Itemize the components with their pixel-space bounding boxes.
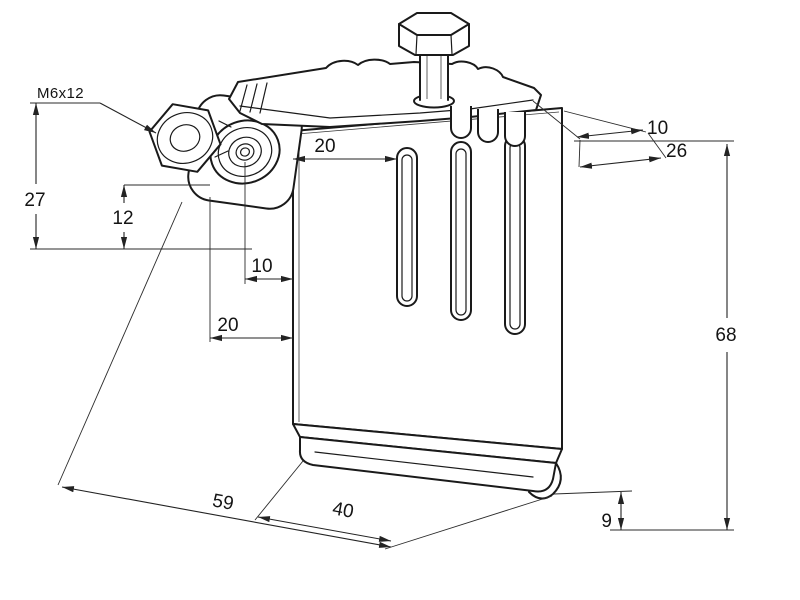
dimensions: M6x12 27 12 10 20: [24, 85, 737, 550]
dim-68: 68: [574, 140, 737, 531]
extension-line-left: [57, 201, 183, 486]
slot-2: [450, 141, 472, 321]
clamp-finger-2: [477, 109, 499, 143]
dim-line: [257, 516, 392, 542]
washer-ring-3: [228, 136, 262, 168]
nut-stud-line-1: [218, 120, 232, 128]
clamp-serration-1: [239, 84, 248, 112]
clamp-face-edge: [239, 99, 534, 119]
extension-line-top: [553, 490, 633, 495]
clamp-serration-2: [249, 83, 258, 113]
callout-leader: [99, 102, 157, 134]
bolt-shaft-fill: [420, 54, 448, 100]
washer-ring-4: [235, 143, 255, 161]
dim-10-left: 10: [244, 162, 293, 284]
bolt-shaft-sides: [419, 53, 449, 101]
dim-label-68: 68: [715, 325, 736, 346]
slot-outer: [396, 147, 418, 307]
dim-12: 12: [112, 184, 210, 249]
washer-ring-2: [217, 127, 273, 177]
dim-27: 27: [24, 103, 252, 250]
dim-label-20-top: 20: [314, 136, 335, 157]
nut-face-ring-2: [169, 124, 201, 152]
hook-channel-line: [314, 451, 534, 478]
extension-line-right: [647, 132, 667, 159]
bolt-head-facets: [415, 34, 453, 55]
thread-callout-label: M6x12: [37, 85, 84, 102]
dim-26: 26: [578, 132, 687, 169]
bracket-part: [148, 12, 563, 500]
dim-label-40: 40: [331, 498, 356, 522]
dim-9: 9: [553, 490, 633, 532]
dim-40: 40: [254, 460, 392, 542]
slot-inner: [455, 148, 467, 316]
washer-ring-5: [239, 147, 251, 157]
hex-bolt: [398, 12, 470, 109]
callout-m6x12: M6x12: [30, 85, 157, 134]
clamp-finger-3: [504, 112, 526, 147]
dim-20-left: 20: [209, 197, 293, 342]
slot-1: [396, 147, 418, 307]
dim-label-12: 12: [112, 208, 133, 229]
dim-20-top: 20: [293, 136, 397, 163]
dim-10-right: 10: [532, 100, 668, 140]
slot-outer: [450, 141, 472, 321]
extension-line-right: [384, 495, 553, 550]
dim-line: [576, 128, 644, 139]
dim-label-20-left: 20: [217, 315, 238, 336]
nut-face-ring-1: [156, 112, 214, 164]
clamp-finger-1: [450, 106, 472, 139]
extension-line-a: [532, 100, 581, 140]
dim-59: 59: [57, 201, 553, 550]
dim-label-9: 9: [601, 511, 612, 532]
extension-line-left: [578, 139, 581, 168]
clamp-bar: [228, 58, 542, 147]
slot-inner: [401, 154, 413, 302]
dim-label-27: 27: [24, 190, 45, 211]
hook-curl: [528, 462, 562, 500]
dim-label-59: 59: [211, 490, 236, 514]
extension-line-left: [254, 460, 304, 521]
dim-label-26: 26: [666, 141, 687, 162]
dim-label-10-left: 10: [251, 256, 272, 277]
bolt-shaft-shading: [426, 56, 442, 99]
dim-line: [579, 156, 662, 169]
hook-lip-face: [298, 436, 557, 493]
dim-label-10-right: 10: [647, 118, 668, 139]
clamp-serration-3: [259, 82, 268, 114]
nut-stud-line-2: [214, 150, 229, 158]
bottom-hook: [292, 423, 563, 500]
washer-ring-1: [209, 119, 281, 185]
